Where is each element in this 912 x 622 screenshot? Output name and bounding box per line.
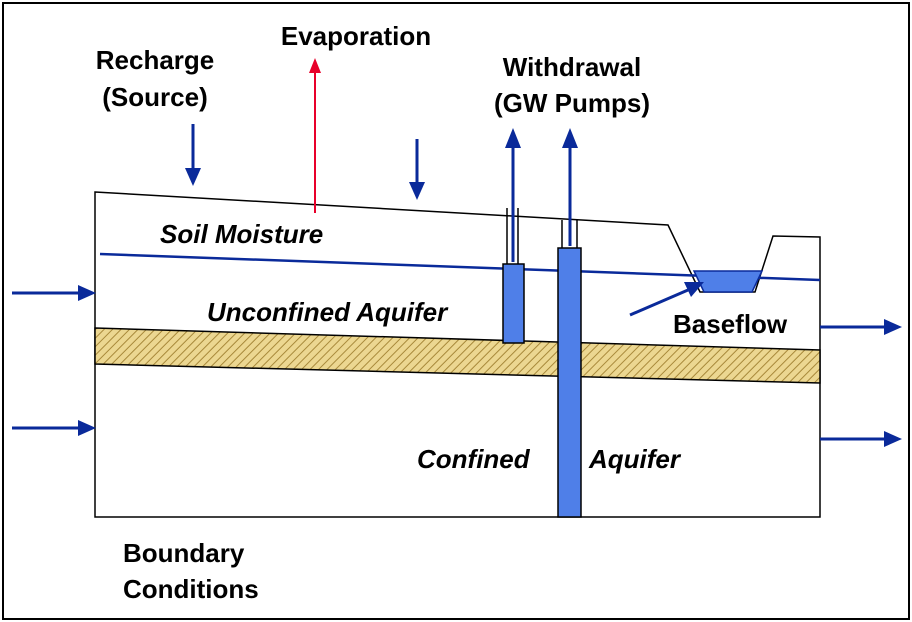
recharge-label-line1: Recharge (96, 45, 215, 75)
baseflow-label: Baseflow (673, 309, 788, 339)
boundary-conditions-line2: Conditions (123, 574, 259, 604)
shallow-well-screen (502, 263, 525, 344)
unconfined-aquifer-label: Unconfined Aquifer (207, 297, 449, 327)
withdrawal-label-line1: Withdrawal (503, 52, 641, 82)
stream-water (692, 270, 764, 293)
withdrawal-label-line2: (GW Pumps) (494, 88, 650, 118)
boundary-conditions-line1: Boundary (123, 538, 245, 568)
withdrawal-arrow-1 (505, 128, 521, 262)
confined-label: Confined (417, 444, 531, 474)
inflow-arrow-lower (12, 420, 96, 436)
recharge-arrow-1 (185, 124, 201, 186)
deep-well-screen (557, 247, 582, 518)
withdrawal-arrow-2 (562, 128, 578, 246)
shallow-well (502, 208, 525, 344)
aquifer-label: Aquifer (588, 444, 682, 474)
recharge-label-line2: (Source) (102, 82, 207, 112)
evaporation-arrow (309, 58, 321, 213)
deep-well (557, 220, 582, 518)
outflow-arrow-lower (820, 431, 902, 447)
recharge-arrow-2 (409, 139, 425, 200)
baseflow-arrow (629, 282, 704, 317)
soil-moisture-label: Soil Moisture (160, 219, 323, 249)
inflow-arrow-upper (12, 285, 96, 301)
evaporation-label: Evaporation (281, 21, 431, 51)
outflow-arrow-upper (820, 319, 902, 335)
